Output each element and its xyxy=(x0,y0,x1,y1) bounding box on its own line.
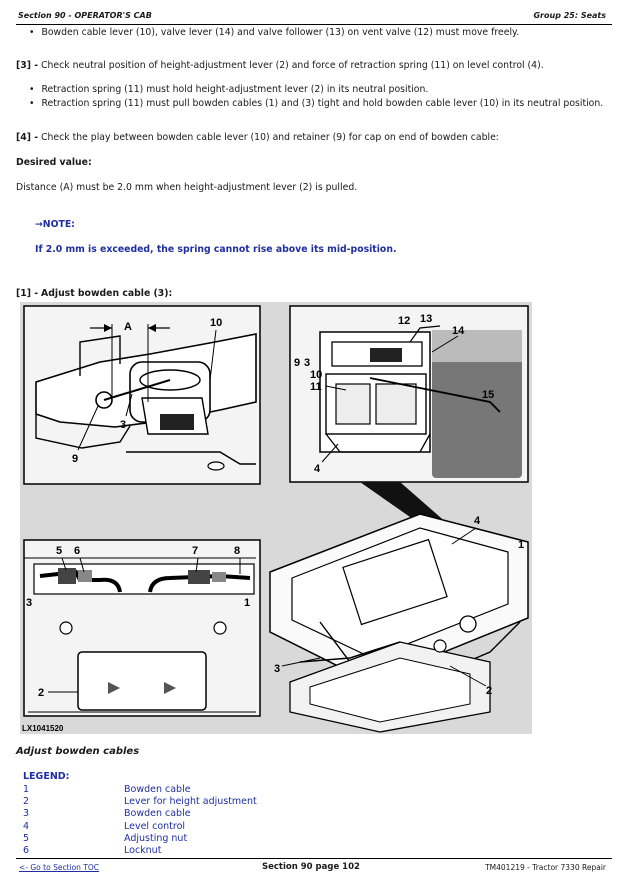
step1: [1] - Adjust bowden cable (3): xyxy=(16,288,172,300)
note-label: →NOTE: xyxy=(35,219,75,230)
callout-13: 13 xyxy=(420,313,432,325)
callout-7: 7 xyxy=(192,545,198,557)
page-number: Section 90 page 102 xyxy=(262,862,360,872)
callout-15: 15 xyxy=(482,389,494,401)
callout-a: A xyxy=(124,321,132,333)
step3-label: [3] - xyxy=(16,60,39,71)
step4-text: Check the play between bowden cable leve… xyxy=(41,132,499,143)
bullet-top: Bowden cable lever (10), valve lever (14… xyxy=(29,26,519,40)
section-title: Section 90 - OPERATOR'S CAB xyxy=(18,11,152,20)
callout-2-frame: 2 xyxy=(486,685,492,697)
footer-divider xyxy=(16,858,612,859)
callout-4-bottom: 4 xyxy=(474,515,481,527)
callout-9: 9 xyxy=(72,453,78,465)
step1-label: [1] - xyxy=(16,288,39,299)
callout-4-right: 4 xyxy=(314,463,321,475)
top-right-panel: 12 13 14 9 3 10 11 15 4 xyxy=(289,305,529,483)
callout-3-frame: 3 xyxy=(274,663,280,675)
callout-2-bottom: 2 xyxy=(38,687,44,699)
step3-text: Check neutral position of height-adjustm… xyxy=(41,60,544,71)
doc-id: TM401219 - Tractor 7330 Repair xyxy=(485,863,606,872)
callout-11: 11 xyxy=(310,381,322,393)
callout-12: 12 xyxy=(398,315,410,327)
step3-bullet-2: Retraction spring (11) must pull bowden … xyxy=(29,97,603,111)
callout-5: 5 xyxy=(56,545,62,557)
desired-text: Distance (A) must be 2.0 mm when height-… xyxy=(16,182,358,193)
callout-6: 6 xyxy=(74,545,80,557)
callout-8: 8 xyxy=(234,545,240,557)
callout-1-bottom: 1 xyxy=(244,597,250,609)
step3: [3] - Check neutral position of height-a… xyxy=(16,60,544,72)
callout-10-right: 10 xyxy=(310,369,322,381)
toc-link[interactable]: <- Go to Section TOC xyxy=(19,863,100,872)
step3-bullet-1: Retraction spring (11) must hold height-… xyxy=(29,83,428,97)
step1-text: Adjust bowden cable (3): xyxy=(41,288,173,299)
callout-3-right: 3 xyxy=(304,357,310,369)
step4: [4] - Check the play between bowden cabl… xyxy=(16,132,499,144)
callout-3: 3 xyxy=(120,419,126,431)
adjust-bowden-cables-figure: A 10 3 9 12 13 14 9 3 10 11 15 4 xyxy=(20,302,532,734)
bottom-right-seat-frame: 4 1 3 2 xyxy=(269,513,529,733)
callout-10: 10 xyxy=(210,317,222,329)
group-title: Group 25: Seats xyxy=(533,11,606,20)
callout-3-bottom: 3 xyxy=(26,597,32,609)
callout-1-frame: 1 xyxy=(518,539,524,551)
figure-id: LX1041520 xyxy=(22,724,64,733)
header-divider xyxy=(16,24,612,25)
figure-caption: Adjust bowden cables xyxy=(16,746,140,757)
callout-9-right: 9 xyxy=(294,357,300,369)
desired-label: Desired value: xyxy=(16,157,92,168)
bottom-left-panel: 5 6 7 8 3 1 2 xyxy=(23,539,261,717)
legend-title: LEGEND: xyxy=(23,771,70,782)
step4-label: [4] - xyxy=(16,132,39,143)
callout-14: 14 xyxy=(452,325,465,337)
note-text: If 2.0 mm is exceeded, the spring cannot… xyxy=(35,244,397,255)
top-left-panel: A 10 3 9 xyxy=(23,305,261,485)
